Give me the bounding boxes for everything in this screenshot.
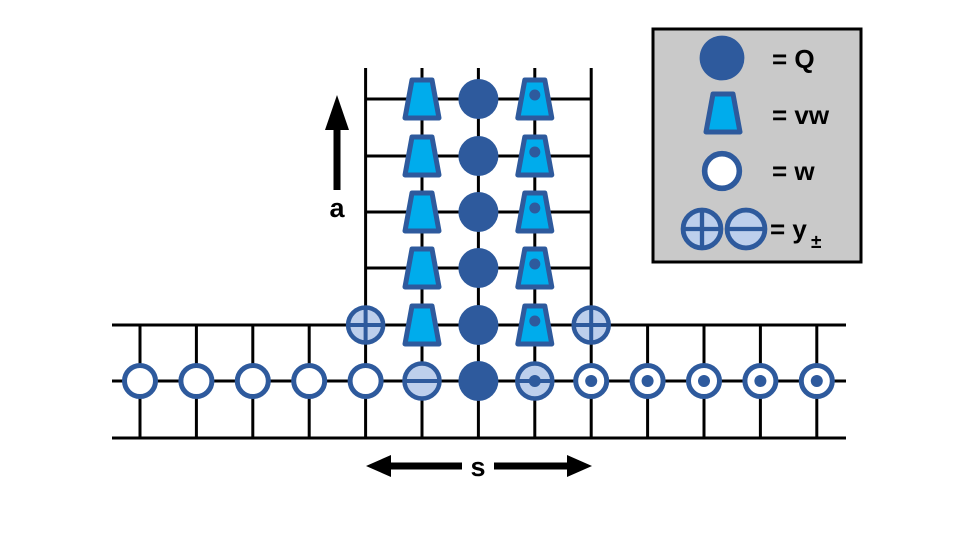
q-symbol	[458, 79, 499, 119]
vw-dot-symbol	[515, 77, 555, 121]
q-symbol	[458, 305, 499, 345]
legend-label-y-subscript: ±	[811, 232, 821, 253]
a-direction-arrow: a	[325, 95, 349, 223]
legend-symbols	[680, 35, 768, 251]
vw-symbol	[402, 303, 442, 347]
s-span-arrow: s	[366, 452, 592, 482]
y-plus-symbol	[571, 305, 611, 345]
legend-label-vw: = vw	[772, 100, 830, 130]
y-minus-symbol	[724, 207, 768, 251]
arrowhead-up-icon	[325, 95, 349, 130]
y-minus-dot-symbol	[515, 361, 555, 401]
q-symbol	[458, 361, 499, 401]
w-dot-symbol	[798, 363, 835, 399]
s-span-label: s	[470, 452, 485, 482]
legend: = Q = vw = w = y ±	[651, 27, 863, 264]
w-symbol	[178, 363, 215, 399]
vw-symbol	[402, 190, 442, 234]
arrowhead-right-icon	[567, 455, 592, 477]
w-dot-symbol	[573, 363, 610, 399]
y-plus-symbol	[345, 305, 386, 345]
w-symbol	[347, 363, 384, 399]
y-plus-symbol	[680, 207, 724, 251]
vw-dot-symbol	[515, 134, 555, 178]
q-symbol	[699, 35, 745, 81]
w-symbol	[291, 363, 328, 399]
vw-symbol	[402, 246, 442, 290]
w-dot-symbol	[686, 363, 722, 399]
vw-symbol	[402, 134, 442, 178]
arrowhead-left-icon	[366, 455, 391, 477]
q-symbol	[458, 136, 499, 176]
w-symbol	[701, 150, 743, 192]
q-symbol	[458, 248, 499, 288]
vw-dot-symbol	[515, 303, 555, 347]
legend-label-q: = Q	[772, 44, 815, 74]
vw-symbol	[402, 77, 442, 121]
vw-dot-symbol	[515, 190, 555, 234]
w-dot-symbol	[629, 363, 666, 399]
w-symbol	[234, 363, 271, 399]
vw-dot-symbol	[515, 246, 555, 290]
w-symbol	[122, 363, 158, 399]
y-minus-symbol	[402, 361, 442, 401]
q-symbol	[458, 192, 499, 232]
lattice-symbols	[122, 77, 835, 401]
a-axis-label: a	[329, 193, 345, 223]
legend-label-w: = w	[772, 156, 815, 186]
legend-label-y: = y	[770, 214, 807, 244]
w-dot-symbol	[742, 363, 779, 399]
vw-symbol	[703, 91, 743, 135]
